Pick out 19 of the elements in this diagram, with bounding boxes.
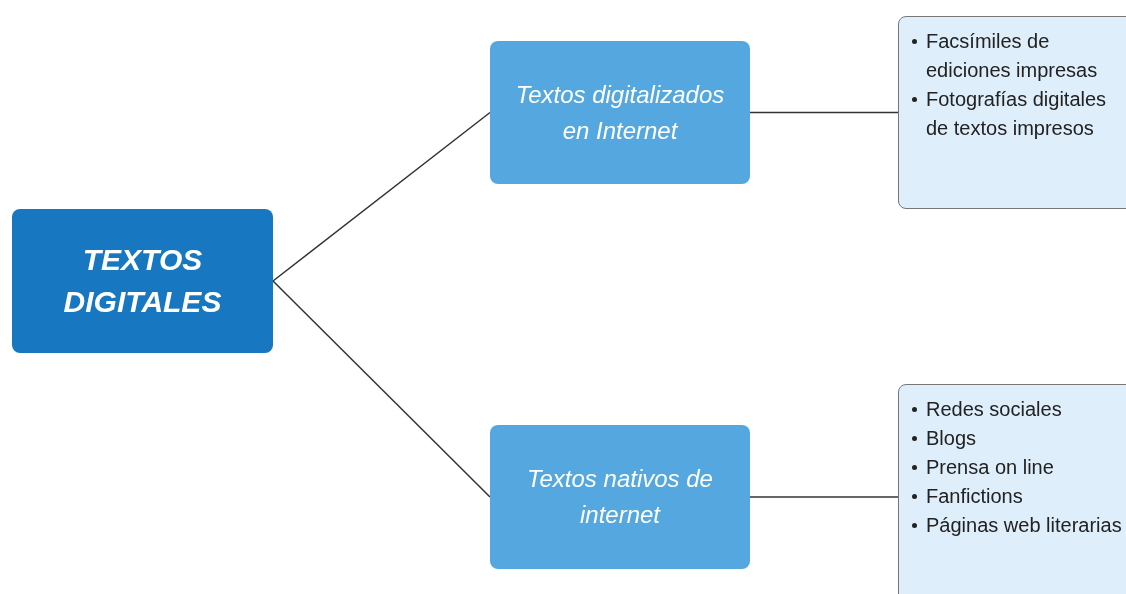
node-title: TEXTOS DIGITALES <box>62 242 223 320</box>
main-topic-box <box>12 209 273 353</box>
node-title: Textos nativos de internet <box>526 464 714 530</box>
bullet-item: Páginas web literarias <box>911 511 1122 540</box>
connector-line <box>749 111 899 114</box>
bullet-item: Fanfictions <box>911 482 1023 511</box>
bullet-item: Blogs <box>911 424 977 453</box>
connector-line <box>272 111 491 282</box>
list-box <box>898 384 1126 594</box>
bullet-item: Fotografías digitales de textos impresos <box>911 85 1126 143</box>
list-box <box>898 16 1126 209</box>
connector-line <box>749 496 899 498</box>
connector-line <box>272 280 491 498</box>
bullet-item: Redes sociales <box>911 395 1062 424</box>
subtopic-box <box>490 41 750 184</box>
subtopic-box <box>490 425 750 569</box>
node-title: Textos digitalizados en Internet <box>514 79 726 146</box>
bullet-item: Facsímiles de ediciones impresas <box>911 27 1126 85</box>
bullet-item: Prensa on line <box>911 453 1054 482</box>
